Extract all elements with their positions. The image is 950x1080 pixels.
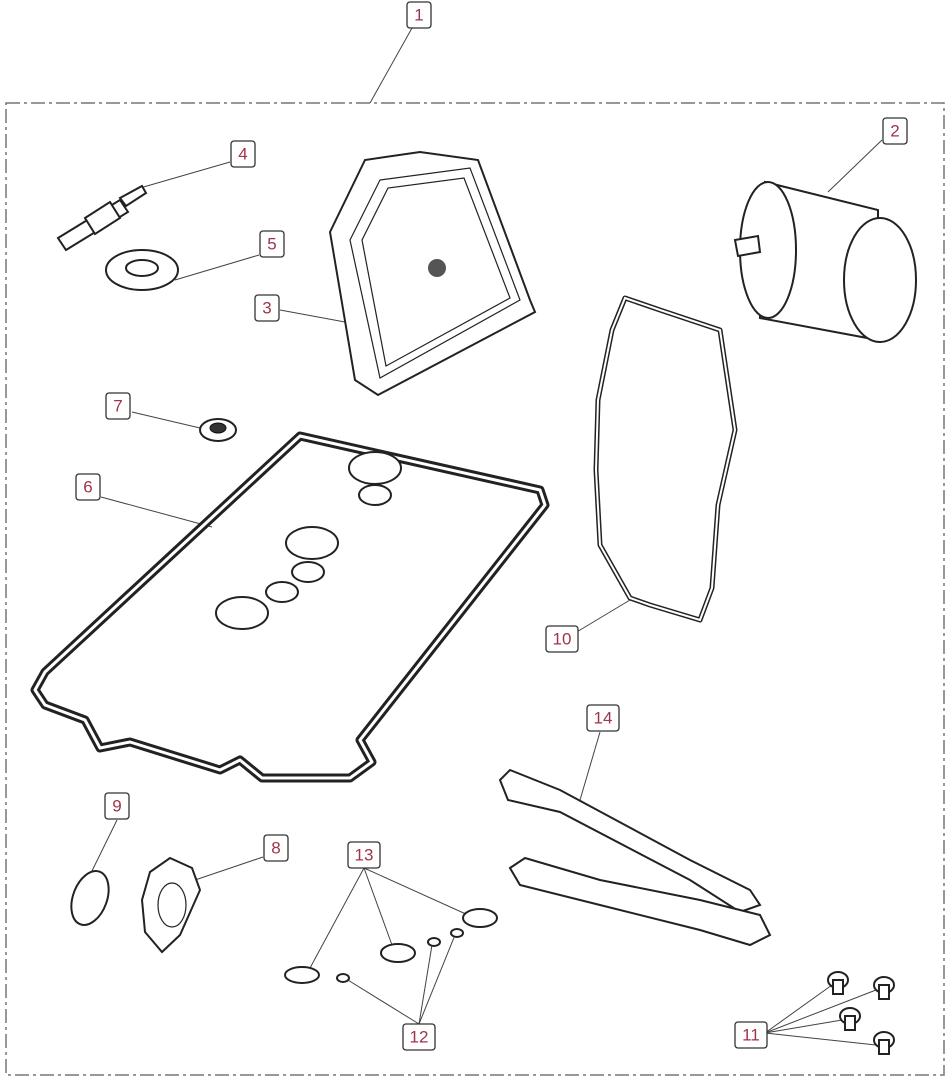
svg-text:10: 10 xyxy=(553,630,572,649)
svg-text:6: 6 xyxy=(83,478,92,497)
callout-3: 3 xyxy=(254,294,280,322)
callout-2: 2 xyxy=(882,117,908,145)
air-filter-part xyxy=(328,150,537,397)
svg-text:4: 4 xyxy=(238,145,247,164)
svg-text:1: 1 xyxy=(414,6,423,25)
svg-text:3: 3 xyxy=(262,299,271,318)
callout-4: 4 xyxy=(230,140,256,168)
svg-text:7: 7 xyxy=(113,397,122,416)
spark-plug-part xyxy=(56,184,148,252)
callout-1: 1 xyxy=(406,1,432,29)
kit-boundary-frame xyxy=(5,102,945,1076)
oil-seal-part xyxy=(199,418,237,442)
o-rings-set-part xyxy=(284,908,498,984)
callout-10: 10 xyxy=(545,625,579,653)
callout-8: 8 xyxy=(263,834,289,862)
svg-text:8: 8 xyxy=(271,839,280,858)
callout-12: 12 xyxy=(402,1023,436,1051)
svg-text:12: 12 xyxy=(410,1028,429,1047)
o-ring-part xyxy=(70,870,110,926)
callout-9: 9 xyxy=(104,792,130,820)
svg-text:5: 5 xyxy=(267,235,276,254)
svg-text:13: 13 xyxy=(355,846,374,865)
svg-text:9: 9 xyxy=(112,797,121,816)
svg-text:14: 14 xyxy=(594,709,613,728)
svg-text:2: 2 xyxy=(890,122,899,141)
screws-part xyxy=(827,971,895,1055)
svg-text:11: 11 xyxy=(742,1026,760,1045)
tensioner-gasket-part xyxy=(140,856,202,954)
cover-gasket-part xyxy=(593,295,738,623)
leader-lines xyxy=(89,27,883,1046)
oil-filter-part xyxy=(733,180,917,343)
callout-14: 14 xyxy=(586,704,620,732)
valve-cover-gasket-part xyxy=(30,431,550,783)
spark-plug-seals xyxy=(215,451,402,630)
callout-13: 13 xyxy=(347,841,381,869)
callout-7: 7 xyxy=(105,392,131,420)
callout-5: 5 xyxy=(259,230,285,258)
callout-6: 6 xyxy=(75,473,101,501)
callout-11: 11 xyxy=(734,1021,768,1049)
chain-guides-part xyxy=(498,768,772,947)
washer-part xyxy=(105,249,179,291)
